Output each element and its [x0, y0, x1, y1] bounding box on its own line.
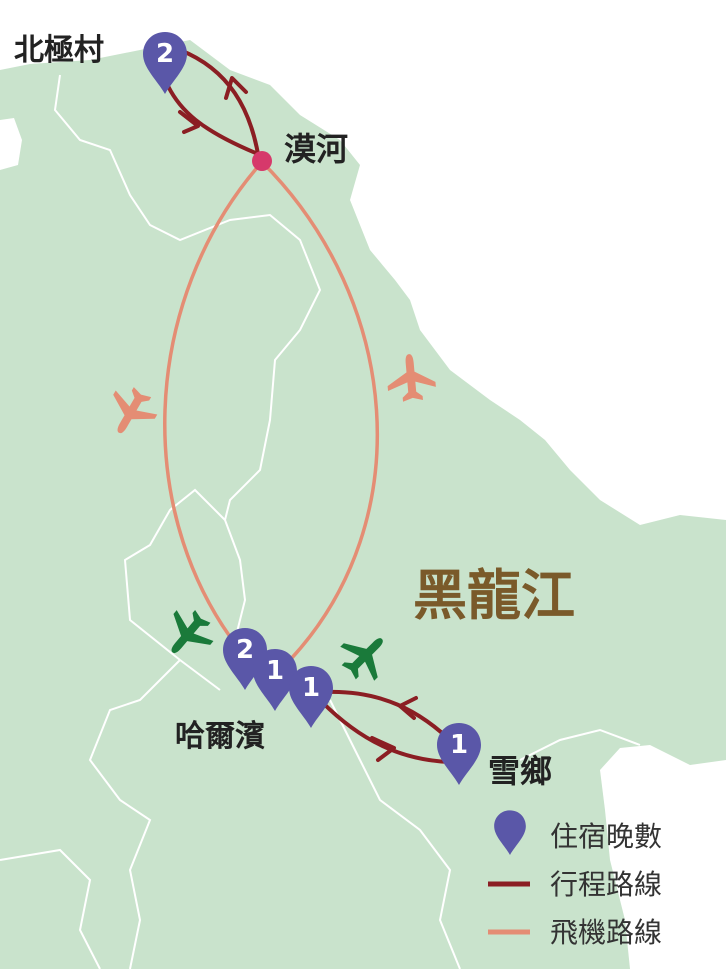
- route-arrow: [370, 736, 396, 762]
- route-arrow: [178, 110, 200, 134]
- legend: 住宿晚數 行程路線 飛機路線: [488, 810, 662, 949]
- legend-nights-label: 住宿晚數: [550, 820, 662, 853]
- left-sea-inlet: [0, 118, 22, 170]
- map-pin-icon: 2: [143, 32, 187, 94]
- borders: [0, 74, 641, 969]
- mohe-hub-dot: [252, 151, 272, 171]
- land-mass: [0, 40, 726, 969]
- pin-nights-harbin-a: 2: [236, 635, 254, 665]
- route-beijicun-back: [179, 48, 260, 155]
- place-label-mohe: 漠河: [284, 130, 348, 168]
- place-label-xuexiang: 雪鄉: [488, 752, 552, 790]
- pin-nights-xuexiang: 1: [450, 730, 468, 760]
- map-pin-icon: 2: [223, 628, 267, 690]
- route-arrow: [224, 76, 248, 100]
- pin-nights-beijicun: 2: [156, 39, 174, 69]
- route-beijicun-out: [166, 85, 259, 156]
- map-pin-icon: 1: [289, 666, 333, 728]
- route-arrows: [178, 76, 418, 762]
- map-pin-icon: 1: [437, 723, 481, 785]
- place-label-harbin: 哈爾濱: [175, 719, 265, 754]
- route-arrow: [398, 696, 418, 720]
- flight-route-west: [163, 160, 264, 662]
- legend-flight-label: 飛機路線: [550, 916, 662, 949]
- pin-nights-harbin-b: 1: [266, 656, 284, 686]
- region-label-heilongjiang: 黑龍江: [413, 564, 575, 627]
- place-label-beijicun: 北極村: [14, 33, 104, 68]
- route-xuexiang-out: [320, 700, 451, 764]
- flight-route-east: [260, 160, 379, 662]
- map-pin-icon: 1: [253, 649, 297, 711]
- pin-nights-harbin-c: 1: [302, 673, 320, 703]
- flight-routes: [163, 160, 379, 662]
- legend-route-label: 行程路線: [550, 868, 662, 901]
